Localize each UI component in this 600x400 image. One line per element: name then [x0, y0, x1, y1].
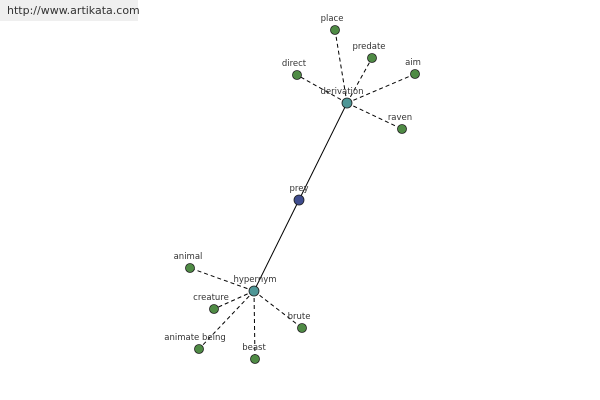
edges-layer [189, 29, 416, 360]
node-predate[interactable]: predate [352, 42, 386, 63]
node-label-prey[interactable]: prey [290, 184, 309, 194]
edge-derivation-direct [296, 74, 348, 104]
edge-derivation-raven [346, 102, 403, 130]
node-place[interactable]: place [321, 14, 344, 35]
node-label-predate[interactable]: predate [352, 42, 385, 52]
node-circle-brute[interactable] [297, 323, 307, 333]
node-animate-being[interactable]: animate being [164, 333, 226, 354]
node-direct[interactable]: direct [282, 59, 307, 80]
node-circle-raven[interactable] [397, 124, 407, 134]
node-label-brute[interactable]: brute [288, 312, 311, 322]
node-label-creature[interactable]: creature [193, 293, 229, 303]
node-derivation[interactable]: derivation [320, 87, 364, 109]
node-circle-hypernym[interactable] [248, 285, 260, 297]
node-circle-animal[interactable] [185, 263, 195, 273]
edge-prey-hypernym [253, 199, 300, 292]
node-label-raven[interactable]: raven [388, 113, 412, 123]
node-label-derivation[interactable]: derivation [320, 87, 363, 97]
node-circle-place[interactable] [330, 25, 340, 35]
node-circle-animate-being[interactable] [194, 344, 204, 354]
edge-hypernym-creature [213, 290, 255, 310]
node-label-beast[interactable]: beast [242, 343, 266, 353]
node-label-place[interactable]: place [321, 14, 344, 24]
node-circle-beast[interactable] [250, 354, 260, 364]
node-label-animate-being[interactable]: animate being [164, 333, 225, 343]
node-aim[interactable]: aim [405, 58, 421, 79]
edge-hypernym-animate-being [198, 290, 255, 350]
node-prey[interactable]: prey [290, 184, 309, 206]
node-label-direct[interactable]: direct [282, 59, 307, 69]
node-circle-creature[interactable] [209, 304, 219, 314]
node-animal[interactable]: animal [174, 252, 203, 273]
node-brute[interactable]: brute [288, 312, 311, 333]
node-circle-predate[interactable] [367, 53, 377, 63]
edge-derivation-place [334, 29, 348, 104]
node-label-animal[interactable]: animal [174, 252, 203, 262]
edge-hypernym-animal [189, 267, 255, 292]
node-circle-derivation[interactable] [341, 97, 353, 109]
edge-derivation-predate [346, 57, 373, 104]
edge-hypernym-brute [253, 290, 303, 329]
node-label-hypernym[interactable]: hypernym [233, 275, 276, 285]
source-url[interactable]: http://www.artikata.com [0, 0, 140, 21]
node-hypernym[interactable]: hypernym [233, 275, 277, 297]
node-circle-prey[interactable] [293, 194, 305, 206]
node-label-aim[interactable]: aim [405, 58, 421, 68]
node-raven[interactable]: raven [388, 113, 412, 134]
nodes-layer: prey derivation hypernym place predate direct… [164, 14, 421, 364]
node-circle-aim[interactable] [410, 69, 420, 79]
node-beast[interactable]: beast [242, 343, 266, 364]
node-creature[interactable]: creature [193, 293, 229, 314]
edge-prey-derivation [298, 102, 348, 201]
edge-derivation-aim [346, 73, 416, 104]
node-circle-direct[interactable] [292, 70, 302, 80]
edge-hypernym-beast [253, 290, 256, 360]
